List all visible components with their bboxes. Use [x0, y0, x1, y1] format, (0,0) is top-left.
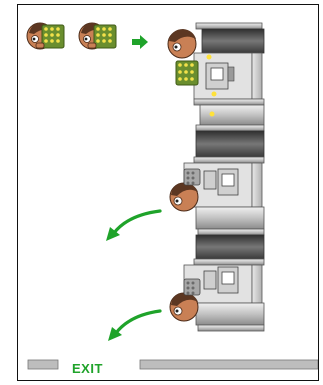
curved-exit-arrow-icon	[106, 209, 162, 241]
person-leaving-icon	[169, 278, 201, 322]
inspection-machine-icon	[193, 22, 265, 132]
diagram-frame: EXIT	[17, 4, 319, 381]
person-carrying-tray-icon	[78, 22, 117, 50]
exit-wall-left	[27, 359, 59, 370]
person-carrying-tray-icon	[26, 22, 65, 50]
forward-arrow-icon	[132, 35, 148, 49]
inspection-machine-icon	[183, 234, 265, 332]
curved-exit-arrow-icon	[108, 309, 162, 341]
person-carrying-tray-icon	[167, 29, 199, 86]
scene-drawing	[26, 22, 318, 370]
person-leaving-icon	[169, 168, 201, 212]
exit-wall-right	[139, 359, 318, 370]
exit-label: EXIT	[72, 361, 103, 376]
